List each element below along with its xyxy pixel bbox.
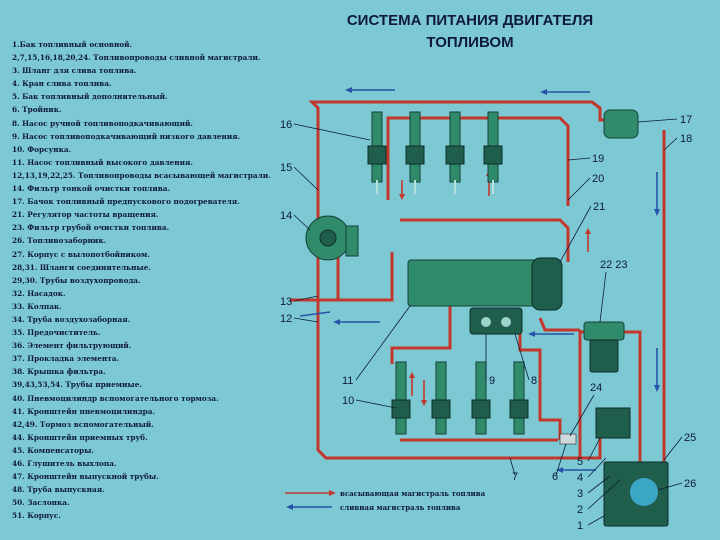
legend-item: 35. Предочиститель. bbox=[12, 328, 101, 338]
callout-labels: 16 15 14 13 12 11 10 17 18 19 20 21 22 2… bbox=[280, 114, 696, 532]
leader-lines bbox=[293, 118, 683, 526]
suction-line-right bbox=[640, 130, 666, 472]
upper-injectors bbox=[367, 111, 503, 194]
legend-item: 42,49. Тормоз вспомогательный. bbox=[12, 419, 154, 429]
return-flow-arrows bbox=[299, 87, 660, 473]
injector bbox=[445, 111, 465, 194]
legend-item: 37. Прокладка элемента. bbox=[12, 354, 119, 364]
callout-7: 7 bbox=[512, 471, 518, 483]
legend-item: 1.Бак топливный основной. bbox=[12, 40, 133, 49]
injector bbox=[431, 361, 451, 435]
legend-item: 33. Колпак. bbox=[12, 301, 62, 311]
legend-item: 47. Кронштейн выпускной трубы. bbox=[12, 472, 159, 482]
legend-item: 32. Насадок. bbox=[12, 288, 66, 298]
legend-item: 51. Корпус. bbox=[12, 511, 61, 521]
injector bbox=[483, 111, 503, 194]
legend-item: 27. Корпус с вылопотбойником. bbox=[12, 249, 150, 259]
callout-16: 16 bbox=[280, 119, 292, 131]
callout-1: 1 bbox=[577, 520, 583, 532]
callout-14: 14 bbox=[280, 210, 292, 222]
legend-item: 39,43,53,54. Трубы приемные. bbox=[12, 380, 142, 390]
suction-line-outer bbox=[308, 100, 614, 338]
callout-25: 25 bbox=[684, 432, 696, 444]
return-legend-label: сливная магистраль топлива bbox=[340, 503, 461, 512]
title-line-2: ТОПЛИВОМ bbox=[426, 34, 514, 51]
legend-item: 5. Бак топливный дополнительный. bbox=[12, 92, 168, 102]
callout-19: 19 bbox=[592, 153, 604, 165]
legend-item: 21. Регулятор частоты вращения. bbox=[12, 210, 159, 220]
diagram-title: СИСТЕМА ПИТАНИЯ ДВИГАТЕЛЯ ТОПЛИВОМ bbox=[330, 10, 610, 54]
legend-item: 36. Элемент фильтрующий. bbox=[12, 341, 132, 351]
legend-item: 17. Бачок топливный предпускового подогр… bbox=[12, 197, 240, 207]
callout-11: 11 bbox=[342, 375, 353, 387]
callout-24: 24 bbox=[590, 382, 602, 394]
lower-injectors bbox=[391, 361, 529, 435]
legend-item: 9. Насос топливоподкачивающий низкого да… bbox=[12, 131, 241, 141]
legend-item: 34. Труба воздухозаборная. bbox=[12, 314, 131, 324]
injector bbox=[405, 111, 425, 194]
legend-item: 38. Крышка фильтра. bbox=[12, 367, 106, 377]
callout-6: 6 bbox=[552, 471, 558, 483]
legend-item: 46. Глушитель выхлопа. bbox=[12, 459, 117, 468]
injector bbox=[391, 361, 411, 435]
callout-12: 12 bbox=[280, 313, 292, 325]
callout-9: 9 bbox=[489, 375, 495, 387]
return-line-lower-right bbox=[518, 330, 562, 440]
preheater-fuel-tank bbox=[603, 109, 639, 139]
legend-item: 8. Насос ручной топливоподкачивающий. bbox=[12, 118, 193, 128]
legend-item: 14. Фильтр тонкой очистки топлива. bbox=[12, 184, 171, 194]
title-line-1: СИСТЕМА ПИТАНИЯ ДВИГАТЕЛЯ bbox=[346, 12, 594, 29]
callout-15: 15 bbox=[280, 162, 292, 174]
callout-4: 4 bbox=[577, 472, 583, 484]
high-pressure-fuel-pump bbox=[407, 257, 563, 335]
return-line-upper bbox=[386, 116, 570, 206]
legend-item: 28,31. Шланги соединительные. bbox=[12, 262, 151, 272]
suction-legend-label: всасывающая магистраль топлива bbox=[340, 489, 486, 498]
suction-line-bottom-left bbox=[316, 338, 560, 460]
callout-2: 2 bbox=[577, 504, 583, 516]
callout-26: 26 bbox=[684, 478, 696, 490]
legend-item: 3. Шланг для слива топлива. bbox=[12, 66, 137, 76]
legend-item: 41. Кронштейн пневмоцилиндра. bbox=[12, 406, 156, 416]
legend-item: 12,13,19,22,25. Топливопроводы всасывающ… bbox=[12, 170, 271, 180]
injector bbox=[509, 361, 529, 435]
callout-17: 17 bbox=[680, 114, 692, 126]
legend-item: 11. Насос топливный высокого давления. bbox=[12, 157, 193, 167]
flow-legend: всасывающая магистраль топлива сливная м… bbox=[285, 489, 486, 512]
parts-legend: 1.Бак топливный основной. 2,7,15,16,18,20… bbox=[12, 38, 297, 522]
legend-item: 23. Фильтр грубой очистки топлива. bbox=[12, 223, 170, 233]
callout-20: 20 bbox=[592, 173, 604, 185]
legend-item: 6. Тройник. bbox=[12, 105, 62, 115]
legend-item: 44. Кронштейн приемных труб. bbox=[12, 432, 148, 442]
callout-8: 8 bbox=[531, 375, 537, 387]
legend-item: 50. Заслонка. bbox=[12, 498, 70, 508]
coarse-fuel-filter bbox=[583, 321, 625, 373]
injector bbox=[471, 361, 491, 435]
callout-5: 5 bbox=[577, 456, 583, 468]
callout-3: 3 bbox=[577, 488, 583, 500]
suction-line-to-pump bbox=[538, 317, 580, 332]
injector bbox=[367, 111, 387, 194]
callout-13: 13 bbox=[280, 296, 292, 308]
legend-item: 48. Труба выпускная. bbox=[12, 485, 105, 495]
callout-10: 10 bbox=[342, 395, 354, 407]
legend-item: 45. Компенсаторы. bbox=[12, 445, 94, 455]
legend-item: 2,7,15,16,18,20,24. Топливопроводы сливн… bbox=[12, 53, 261, 63]
callout-22-23: 22 23 bbox=[600, 259, 628, 271]
suction-line-filter-feed bbox=[290, 252, 394, 302]
legend-item: 26. Топливозаборник. bbox=[12, 236, 107, 246]
return-line-19 bbox=[400, 218, 570, 262]
tee-fitting bbox=[559, 433, 577, 445]
legend-item: 29,30. Трубы воздухопровода. bbox=[12, 275, 141, 285]
legend-item: 4. Кран слива топлива. bbox=[12, 79, 112, 89]
callout-21: 21 bbox=[593, 201, 605, 213]
legend-item: 40. Пневмоцилиндр вспомогательного тормо… bbox=[12, 393, 219, 403]
additional-fuel-tank bbox=[595, 407, 631, 439]
return-line-lower bbox=[390, 306, 452, 364]
legend-item: 10. Форсунка. bbox=[12, 144, 72, 154]
fine-fuel-filter bbox=[305, 215, 359, 261]
callout-18: 18 bbox=[680, 133, 692, 145]
main-fuel-tank bbox=[603, 461, 669, 527]
